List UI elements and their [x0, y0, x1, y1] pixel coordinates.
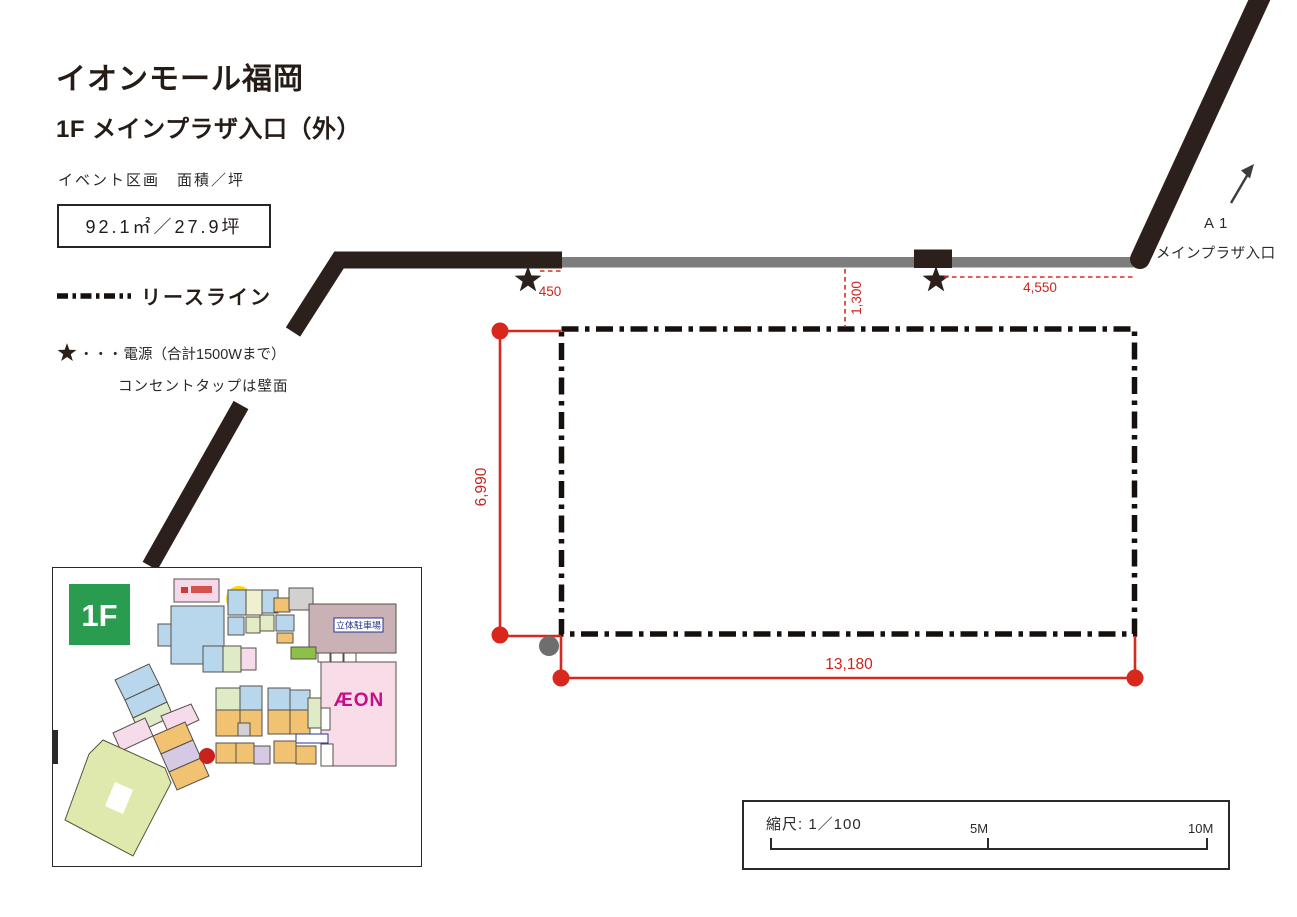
map-store: [289, 689, 311, 711]
dim-label-1300: 1,300: [849, 281, 864, 315]
power-legend-dots: ・・・: [79, 346, 123, 363]
storefront-glass-wall: [559, 257, 1142, 268]
map-store: [245, 589, 263, 616]
map-store: [227, 589, 247, 616]
map-green-notch: [105, 782, 133, 814]
map-store: [273, 740, 297, 764]
floor-badge: [69, 584, 130, 645]
map-store: [215, 742, 237, 764]
scale-mid-label: 5M: [970, 821, 989, 836]
dimension-labels: 450 1,300 4,550 6,990 13,180: [473, 280, 1057, 673]
dim-endpoint-dot: [491, 322, 509, 340]
page-subtitle: 1F メインプラザ入口（外）: [56, 116, 361, 143]
wall-outline: [142, 0, 1271, 571]
scale-tick: [987, 838, 989, 849]
map-store: [222, 645, 242, 673]
map-banner-text-mark: [181, 587, 188, 593]
map-store: [288, 587, 314, 611]
map-store: [157, 623, 172, 647]
area-value: 92.1㎡／27.9坪: [85, 217, 243, 237]
map-store: [112, 717, 154, 752]
map-location-dot: [199, 748, 215, 764]
map-store: [289, 709, 311, 735]
area-box: 92.1㎡／27.9坪: [57, 204, 271, 248]
map-aeon-notch: [320, 743, 334, 767]
map-store: [273, 597, 291, 613]
map-store: [253, 745, 271, 765]
scale-label: 縮尺: 1／100: [766, 816, 862, 833]
dim-endpoint-dot: [552, 669, 570, 687]
power-star-icon: [514, 265, 542, 292]
map-store: [215, 687, 241, 711]
power-legend-note: コンセントタップは壁面: [118, 379, 289, 395]
dim-endpoint-dot: [491, 626, 509, 644]
map-aeon-notch: [320, 707, 331, 731]
corner-gray-dot: [539, 636, 559, 656]
map-store: [275, 614, 295, 632]
scale-tick: [770, 838, 772, 849]
map-parking-labelbox: [333, 617, 384, 633]
column-pillar: [914, 249, 952, 268]
map-store: [227, 616, 245, 636]
aeon-logo: ÆON: [334, 690, 385, 711]
map-store: [267, 709, 291, 735]
map-store: [237, 722, 251, 737]
dimension-endpoints: [491, 322, 1144, 687]
scale-line: [770, 848, 1208, 850]
dim-label-13180: 13,180: [825, 656, 873, 673]
scale-bar-box: 縮尺: 1／100 5M 10M: [742, 800, 1230, 870]
map-store: [295, 745, 317, 765]
map-store: [245, 616, 261, 634]
wall-right-diagonal: [1130, 0, 1271, 269]
map-banner-text-mark: [191, 586, 212, 593]
entrance-code: A1: [1204, 215, 1233, 232]
wall-left-segment: [285, 251, 562, 337]
legend-power: ・・・ 電源（合計1500Wまで）: [56, 342, 285, 364]
map-store: [202, 645, 224, 673]
map-store: [343, 652, 357, 663]
wall-lower-diagonal: [142, 400, 249, 571]
dim-label-6990: 6,990: [473, 467, 490, 506]
map-small-labelbox: [295, 733, 329, 744]
power-legend-label: 電源（合計1500Wまで）: [123, 346, 286, 363]
map-store: [290, 646, 317, 660]
map-store: [307, 697, 322, 729]
map-store: [259, 614, 275, 632]
map-store: [235, 742, 255, 764]
map-store: [330, 652, 344, 663]
floor-badge-label: 1F: [81, 598, 117, 633]
parking-label: 立体駐車場: [336, 620, 381, 631]
map-store: [215, 709, 241, 737]
entrance-label: メインプラザ入口: [1156, 246, 1276, 262]
map-store: [160, 703, 200, 735]
lease-line-label: リースライン: [141, 287, 272, 309]
power-star-icon: [922, 265, 950, 292]
map-store: [267, 687, 291, 711]
power-star-legend-icon: [57, 343, 77, 361]
scale-end-label: 10M: [1188, 821, 1214, 836]
dim-label-4550: 4,550: [1023, 280, 1057, 295]
mall-inset-map: 1F 立体駐車場 ÆON: [52, 567, 422, 867]
scale-tick: [1206, 838, 1208, 849]
map-store: [240, 647, 257, 671]
map-store: [239, 685, 263, 711]
dim-label-450: 450: [539, 284, 562, 299]
map-store: [317, 652, 331, 663]
map-store: [276, 632, 294, 644]
map-store: [168, 757, 210, 791]
area-section-label: イベント区画 面積／坪: [58, 172, 246, 189]
page-title: イオンモール福岡: [56, 63, 304, 96]
mall-map-drawing: 1F 立体駐車場 ÆON: [53, 578, 397, 857]
map-edge-mark: [53, 730, 58, 764]
lease-line-boundary: [558, 326, 1138, 637]
entrance-arrow-icon: [1229, 164, 1254, 204]
dim-endpoint-dot: [1126, 669, 1144, 687]
